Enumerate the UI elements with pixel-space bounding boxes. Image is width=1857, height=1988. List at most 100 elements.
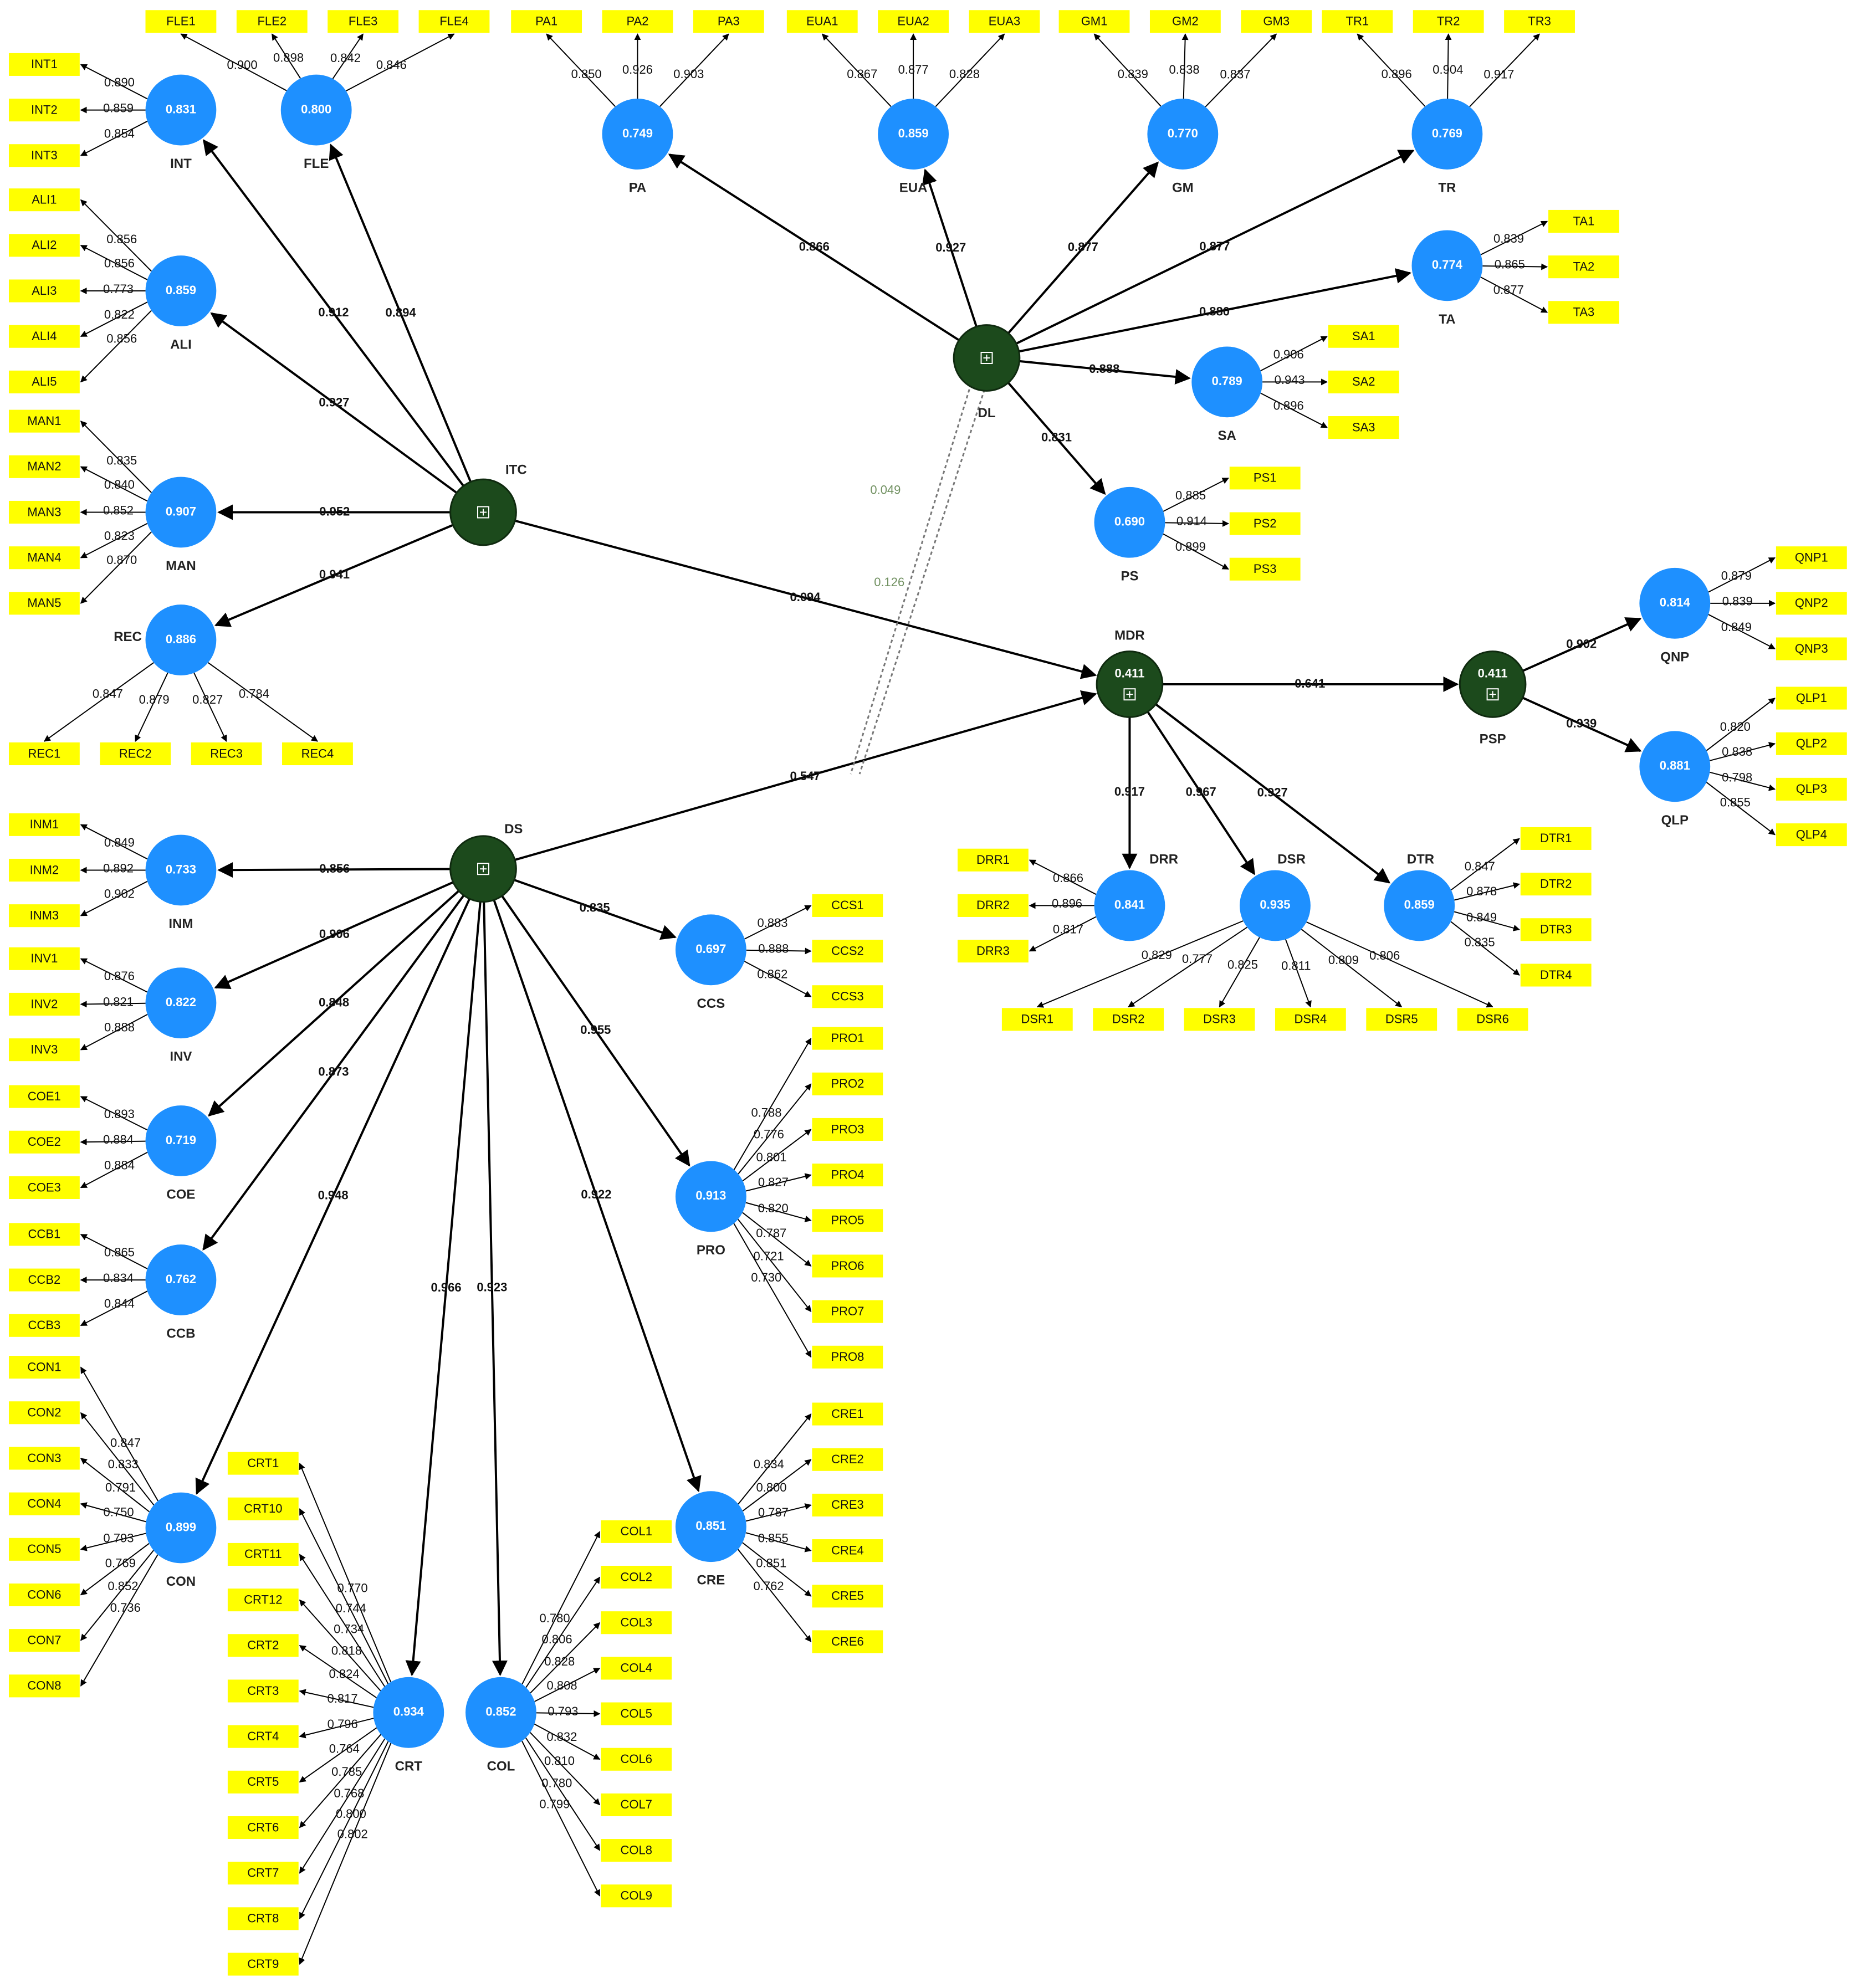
expand-icon[interactable] bbox=[1486, 688, 1499, 701]
indicator-cre2[interactable]: CRE2 bbox=[812, 1448, 883, 1471]
indicator-rec1[interactable]: REC1 bbox=[8, 742, 80, 766]
indicator-crt11[interactable]: CRT11 bbox=[227, 1543, 299, 1566]
indicator-dtr4[interactable]: DTR4 bbox=[1520, 964, 1592, 987]
indicator-crt4[interactable]: CRT4 bbox=[227, 1725, 299, 1748]
indicator-ccb1[interactable]: CCB1 bbox=[8, 1223, 80, 1246]
indicator-pro7[interactable]: PRO7 bbox=[812, 1300, 883, 1323]
indicator-cre6[interactable]: CRE6 bbox=[812, 1630, 883, 1653]
indicator-sa3[interactable]: SA3 bbox=[1328, 416, 1399, 439]
indicator-qnp2[interactable]: QNP2 bbox=[1776, 592, 1847, 615]
indicator-tr2[interactable]: TR2 bbox=[1413, 10, 1484, 33]
indicator-pro3[interactable]: PRO3 bbox=[812, 1118, 883, 1141]
expand-icon[interactable] bbox=[980, 352, 993, 365]
indicator-sa1[interactable]: SA1 bbox=[1328, 325, 1399, 348]
indicator-ccb2[interactable]: CCB2 bbox=[8, 1268, 80, 1292]
indicator-eua3[interactable]: EUA3 bbox=[969, 10, 1040, 33]
indicator-crt7[interactable]: CRT7 bbox=[227, 1862, 299, 1885]
indicator-ccs3[interactable]: CCS3 bbox=[812, 985, 883, 1008]
indicator-col4[interactable]: COL4 bbox=[601, 1657, 672, 1680]
indicator-col5[interactable]: COL5 bbox=[601, 1702, 672, 1725]
indicator-ali2[interactable]: ALI2 bbox=[8, 234, 80, 257]
indicator-ccs1[interactable]: CCS1 bbox=[812, 894, 883, 917]
indicator-cre5[interactable]: CRE5 bbox=[812, 1585, 883, 1608]
indicator-inv1[interactable]: INV1 bbox=[8, 947, 80, 970]
indicator-ps3[interactable]: PS3 bbox=[1229, 557, 1301, 581]
indicator-qlp4[interactable]: QLP4 bbox=[1776, 823, 1847, 847]
indicator-inm2[interactable]: INM2 bbox=[8, 858, 80, 882]
indicator-ta2[interactable]: TA2 bbox=[1548, 255, 1619, 279]
indicator-crt9[interactable]: CRT9 bbox=[227, 1953, 299, 1976]
indicator-col6[interactable]: COL6 bbox=[601, 1748, 672, 1771]
indicator-crt12[interactable]: CRT12 bbox=[227, 1589, 299, 1612]
indicator-man4[interactable]: MAN4 bbox=[8, 546, 80, 570]
indicator-fle1[interactable]: FLE1 bbox=[145, 10, 217, 33]
indicator-dsr4[interactable]: DSR4 bbox=[1275, 1008, 1346, 1031]
indicator-gm2[interactable]: GM2 bbox=[1149, 10, 1221, 33]
indicator-man1[interactable]: MAN1 bbox=[8, 409, 80, 433]
indicator-inm3[interactable]: INM3 bbox=[8, 904, 80, 928]
indicator-crt5[interactable]: CRT5 bbox=[227, 1770, 299, 1794]
indicator-cre1[interactable]: CRE1 bbox=[812, 1402, 883, 1426]
indicator-ta1[interactable]: TA1 bbox=[1548, 209, 1619, 233]
indicator-crt6[interactable]: CRT6 bbox=[227, 1816, 299, 1840]
indicator-man2[interactable]: MAN2 bbox=[8, 455, 80, 478]
expand-icon[interactable] bbox=[1123, 688, 1136, 701]
indicator-inv2[interactable]: INV2 bbox=[8, 992, 80, 1016]
indicator-pro1[interactable]: PRO1 bbox=[812, 1027, 883, 1050]
indicator-cre3[interactable]: CRE3 bbox=[812, 1493, 883, 1516]
indicator-tr3[interactable]: TR3 bbox=[1504, 10, 1575, 33]
indicator-pro5[interactable]: PRO5 bbox=[812, 1209, 883, 1232]
indicator-drr3[interactable]: DRR3 bbox=[958, 940, 1029, 963]
expand-icon[interactable] bbox=[477, 863, 489, 875]
indicator-crt10[interactable]: CRT10 bbox=[227, 1497, 299, 1520]
indicator-rec3[interactable]: REC3 bbox=[191, 742, 262, 766]
indicator-dsr6[interactable]: DSR6 bbox=[1457, 1008, 1528, 1031]
indicator-rec4[interactable]: REC4 bbox=[282, 742, 353, 766]
indicator-rec2[interactable]: REC2 bbox=[100, 742, 171, 766]
indicator-ali1[interactable]: ALI1 bbox=[8, 188, 80, 212]
indicator-int3[interactable]: INT3 bbox=[8, 144, 80, 167]
higher-order-ds[interactable]: DS bbox=[449, 822, 523, 903]
indicator-ps2[interactable]: PS2 bbox=[1229, 512, 1301, 535]
indicator-fle3[interactable]: FLE3 bbox=[328, 10, 399, 33]
indicator-fle2[interactable]: FLE2 bbox=[236, 10, 308, 33]
indicator-dtr3[interactable]: DTR3 bbox=[1520, 918, 1592, 941]
indicator-pro8[interactable]: PRO8 bbox=[812, 1345, 883, 1369]
indicator-qlp1[interactable]: QLP1 bbox=[1776, 686, 1847, 710]
indicator-con3[interactable]: CON3 bbox=[8, 1447, 80, 1470]
indicator-gm1[interactable]: GM1 bbox=[1058, 10, 1130, 33]
indicator-cre4[interactable]: CRE4 bbox=[812, 1539, 883, 1562]
indicator-pa3[interactable]: PA3 bbox=[693, 10, 764, 33]
indicator-ali5[interactable]: ALI5 bbox=[8, 370, 80, 393]
indicator-dsr1[interactable]: DSR1 bbox=[1001, 1008, 1073, 1031]
indicator-ali3[interactable]: ALI3 bbox=[8, 279, 80, 303]
indicator-eua1[interactable]: EUA1 bbox=[786, 10, 858, 33]
indicator-col8[interactable]: COL8 bbox=[601, 1839, 672, 1862]
indicator-crt3[interactable]: CRT3 bbox=[227, 1679, 299, 1703]
indicator-gm3[interactable]: GM3 bbox=[1241, 10, 1312, 33]
indicator-ccs2[interactable]: CCS2 bbox=[812, 940, 883, 963]
indicator-col3[interactable]: COL3 bbox=[601, 1611, 672, 1635]
higher-order-dl[interactable]: DL bbox=[953, 324, 1021, 421]
indicator-dtr1[interactable]: DTR1 bbox=[1520, 827, 1592, 850]
indicator-dsr2[interactable]: DSR2 bbox=[1093, 1008, 1164, 1031]
